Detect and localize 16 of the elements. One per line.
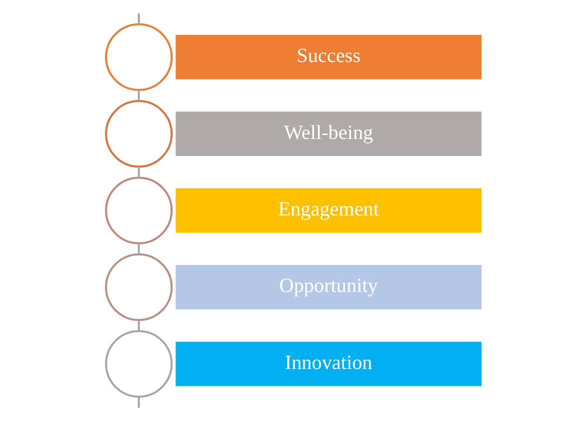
node-circle (105, 176, 173, 244)
node-box: Innovation (176, 342, 482, 386)
node-box: Well-being (176, 112, 482, 156)
connector (138, 166, 140, 178)
connector (138, 13, 140, 24)
node-circle (105, 253, 173, 321)
node-box: Engagement (176, 188, 482, 233)
node-circle (105, 23, 173, 91)
node-box: Success (176, 34, 482, 80)
connector (138, 396, 140, 408)
connector (138, 244, 140, 254)
node-box: Opportunity (176, 265, 482, 310)
connector (138, 320, 140, 331)
connector (138, 90, 140, 101)
node-circle (105, 330, 173, 398)
node-circle (105, 100, 173, 168)
